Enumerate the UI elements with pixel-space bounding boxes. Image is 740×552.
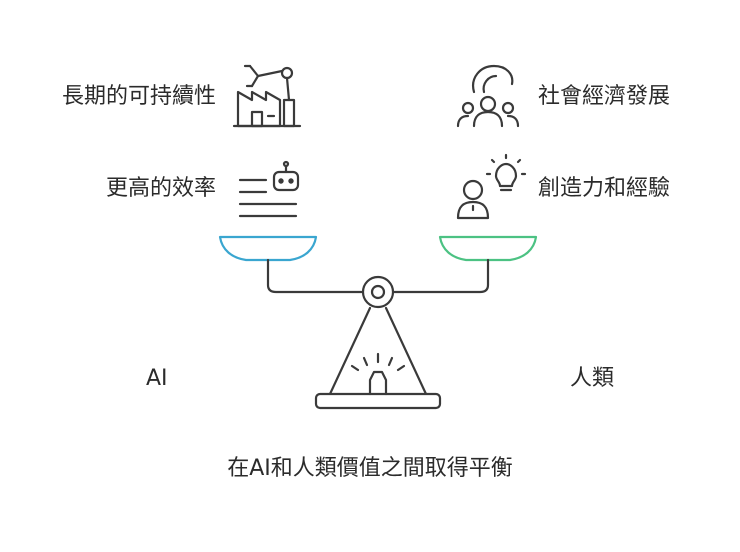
- side-label-ai: AI: [146, 366, 168, 391]
- label-efficiency: 更高的效率: [105, 176, 216, 201]
- balance-stand: [328, 306, 428, 396]
- factory-robot-arm-icon: [232, 64, 302, 128]
- label-sustainability: 長期的可持續性: [61, 84, 216, 109]
- label-creativity: 創造力和經驗: [538, 176, 671, 201]
- right-pan: [438, 235, 538, 262]
- side-label-human: 人類: [570, 366, 615, 391]
- left-pan: [218, 235, 318, 262]
- footer-caption: 在AI和人類價值之間取得平衡: [227, 456, 513, 481]
- pivot-outer: [361, 275, 395, 309]
- balance-base: [314, 392, 442, 410]
- label-socioeconomic: 社會經濟發展: [538, 84, 671, 109]
- robot-list-icon: [238, 160, 300, 218]
- person-lightbulb-icon: [456, 153, 527, 220]
- pivot-inner: [370, 284, 386, 300]
- balance-indicator: [350, 352, 406, 396]
- community-people-icon: [456, 64, 520, 128]
